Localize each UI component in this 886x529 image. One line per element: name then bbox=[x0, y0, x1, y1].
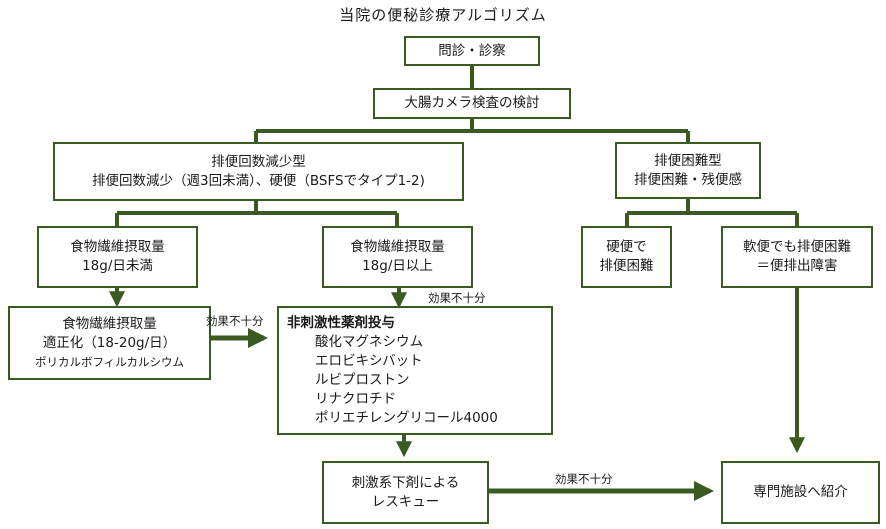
node-fiber-optimize-line2: 適正化（18-20g/日） bbox=[42, 334, 177, 351]
node-fiber-optimize-line1: 食物繊維摂取量 bbox=[62, 315, 157, 332]
node-soft-stool: 軟便でも排便困難 ＝便排出障害 bbox=[721, 226, 873, 288]
edge-label-insufficient: 効果不十分 bbox=[555, 472, 613, 486]
node-fiber-optimize: 食物繊維摂取量 適正化（18-20g/日） ポリカルボフィルカルシウム bbox=[8, 306, 211, 380]
node-hard-stool-line1: 硬便で bbox=[606, 239, 647, 255]
node-difficulty-title: 排便困難型 bbox=[654, 152, 722, 169]
node-fiber-low-line2: 18g/日未満 bbox=[82, 258, 153, 274]
node-colonoscopy-label: 大腸カメラ検査の検討 bbox=[404, 95, 540, 111]
drug-item: ルビプロストン bbox=[315, 372, 410, 388]
drug-list: 酸化マグネシウム エロビキシバット ルビプロストン リナクロチド ポリエチレング… bbox=[287, 333, 498, 428]
node-decreased-title: 排便回数減少型 bbox=[211, 153, 306, 170]
drug-item: リナクロチド bbox=[315, 391, 396, 407]
node-fiber-low-line1: 食物繊維摂取量 bbox=[70, 239, 165, 255]
node-rescue-line2: レスキュー bbox=[371, 493, 440, 510]
node-interview: 問診・診察 bbox=[404, 36, 540, 66]
drug-item: ポリエチレングリコール4000 bbox=[315, 410, 498, 426]
diagram-title: 当院の便秘診療アルゴリズム bbox=[339, 6, 547, 24]
node-interview-label: 問診・診察 bbox=[438, 42, 506, 59]
drug-item: 酸化マグネシウム bbox=[315, 334, 423, 350]
node-fiber-high-line1: 食物繊維摂取量 bbox=[350, 239, 445, 255]
edge-label-insufficient: 効果不十分 bbox=[428, 291, 486, 305]
node-hard-stool-line2: 排便困難 bbox=[599, 258, 654, 274]
node-colonoscopy: 大腸カメラ検査の検討 bbox=[373, 88, 571, 119]
node-fiber-high: 食物繊維摂取量 18g/日以上 bbox=[322, 226, 473, 288]
drug-item: エロビキシバット bbox=[315, 353, 423, 369]
node-decreased: 排便回数減少型 排便回数減少（週3回未満）、硬便（BSFSでタイプ1-2) bbox=[53, 142, 464, 201]
node-fiber-optimize-line3: ポリカルボフィルカルシウム bbox=[35, 354, 184, 369]
node-rescue: 刺激系下剤による レスキュー bbox=[322, 461, 489, 524]
node-referral-label: 専門施設へ紹介 bbox=[753, 484, 848, 500]
node-soft-stool-line2: ＝便排出障害 bbox=[756, 258, 838, 274]
node-hard-stool: 硬便で 排便困難 bbox=[581, 226, 672, 288]
node-fiber-high-line2: 18g/日以上 bbox=[362, 258, 433, 274]
node-nonstimulant: 非刺激性薬剤投与 酸化マグネシウム エロビキシバット ルビプロストン リナクロチ… bbox=[277, 306, 553, 435]
node-referral: 専門施設へ紹介 bbox=[721, 461, 880, 524]
node-rescue-line1: 刺激系下剤による bbox=[351, 474, 460, 491]
node-difficulty: 排便困難型 排便困難・残便感 bbox=[615, 142, 761, 199]
node-difficulty-desc: 排便困難・残便感 bbox=[634, 171, 742, 188]
node-soft-stool-line1: 軟便でも排便困難 bbox=[743, 239, 851, 255]
node-nonstimulant-heading: 非刺激性薬剤投与 bbox=[287, 315, 395, 331]
edge-label-insufficient: 効果不十分 bbox=[206, 314, 264, 328]
node-fiber-low: 食物繊維摂取量 18g/日未満 bbox=[37, 226, 198, 288]
node-decreased-desc: 排便回数減少（週3回未満）、硬便（BSFSでタイプ1-2) bbox=[92, 172, 425, 189]
